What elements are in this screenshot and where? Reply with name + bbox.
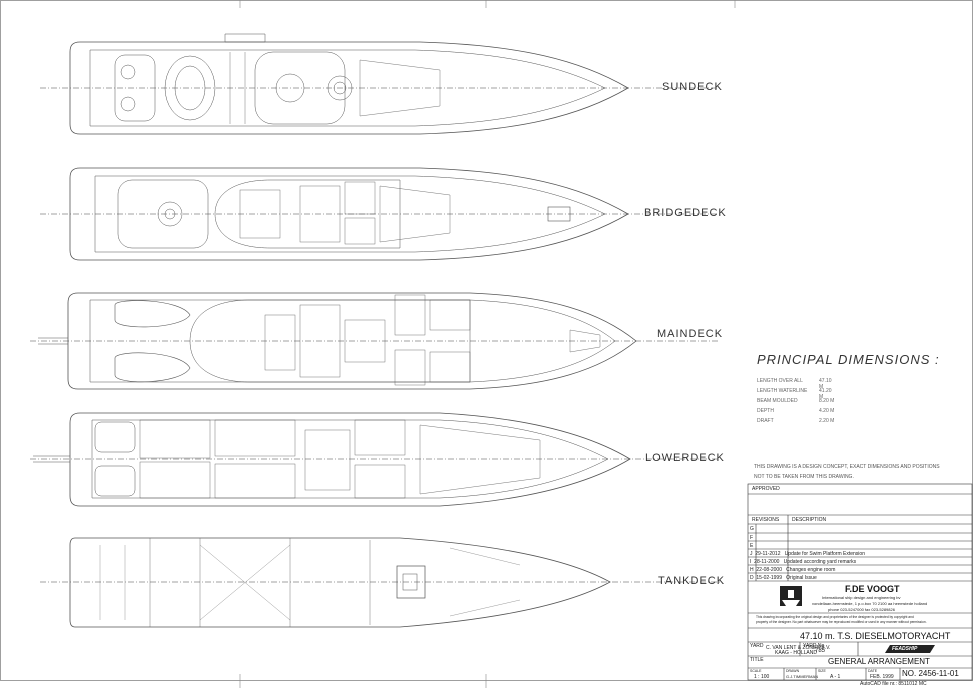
brand-name: FEADSHIP	[892, 646, 918, 652]
size-label: SIZE	[818, 669, 826, 673]
approved-label: APPROVED	[752, 486, 780, 492]
vessel-description: 47.10 m. T.S. DIESELMOTORYACHT	[800, 631, 951, 641]
deck-label-sundeck: SUNDECK	[662, 81, 723, 93]
company-logo	[780, 586, 802, 606]
rev-letter: E	[750, 543, 754, 549]
revision-row: H 22-08-2000 Changes engine room	[750, 567, 836, 573]
revision-row: J 29-11-2012 Update for Swim Platform Ex…	[750, 551, 865, 557]
copyright-line: This drawing incorporating the original …	[756, 615, 914, 619]
title-block-frame	[747, 483, 973, 681]
deck-label-tankdeck: TANKDECK	[658, 575, 726, 587]
company-phone: phone 023-5247000 fax 023-5289826	[828, 607, 895, 612]
company-name: F.DE VOOGT	[845, 584, 900, 594]
drawing-title: GENERAL ARRANGEMENT	[828, 657, 930, 666]
title-label: TITLE	[750, 657, 764, 663]
description-label: DESCRIPTION	[792, 517, 827, 523]
tankdeck-plan	[69, 537, 611, 628]
yard-no-label: YARD No	[803, 643, 825, 649]
yard-place: KAAG - HOLLAND	[775, 650, 817, 656]
rev-letter: F	[750, 535, 754, 541]
note-line: NOT TO BE TAKEN FROM THIS DRAWING.	[754, 474, 854, 480]
date-label: DATE	[868, 669, 878, 673]
copyright-line: property of the designer. No part whatso…	[756, 620, 927, 624]
deck-label-maindeck: MAINDECK	[657, 328, 724, 340]
sundeck-plan	[69, 33, 629, 135]
sheet-size: A - 1	[830, 674, 841, 680]
scale-label: SCALE	[750, 669, 762, 673]
revision-row: D 15-02-1999 Original Issue	[750, 575, 817, 581]
yard-name: C. VAN LENT & ZONEN B.V.	[766, 645, 831, 651]
revision-row: I 28-11-2000 Updated according yard rema…	[750, 559, 857, 565]
deck-label-lowerdeck: LOWERDECK	[645, 452, 725, 464]
maindeck-plan	[38, 292, 637, 390]
autocad-file: AutoCAD file nr.: 8511012 MC	[860, 681, 927, 687]
drawn-by: G.J.TIMMERMAN	[786, 674, 818, 679]
principal-dimensions-title: PRINCIPAL DIMENSIONS :	[757, 352, 940, 367]
company-subtitle: International ship design and engineerin…	[822, 595, 901, 600]
lowerdeck-plan	[33, 412, 631, 507]
revisions-label: REVISIONS	[752, 517, 780, 523]
yard-no: 785	[815, 648, 826, 654]
deck-label-bridgedeck: BRIDGEDECK	[644, 207, 727, 219]
yard-label: YARD	[750, 643, 764, 649]
drawn-label: DRAWN	[786, 669, 800, 673]
drawing-number: NO. 2456-11-01	[902, 669, 959, 678]
brand-logo	[885, 645, 935, 653]
rev-letter: G	[750, 526, 754, 532]
note-line: THIS DRAWING IS A DESIGN CONCEPT, EXACT …	[754, 464, 940, 470]
centerlines	[30, 87, 720, 583]
scale-value: 1 : 100	[754, 674, 770, 680]
drawing-date: FEB. 1999	[870, 674, 894, 680]
company-address: vondellaan-heemstede, 1 p.o.box 70 2100 …	[812, 601, 928, 606]
